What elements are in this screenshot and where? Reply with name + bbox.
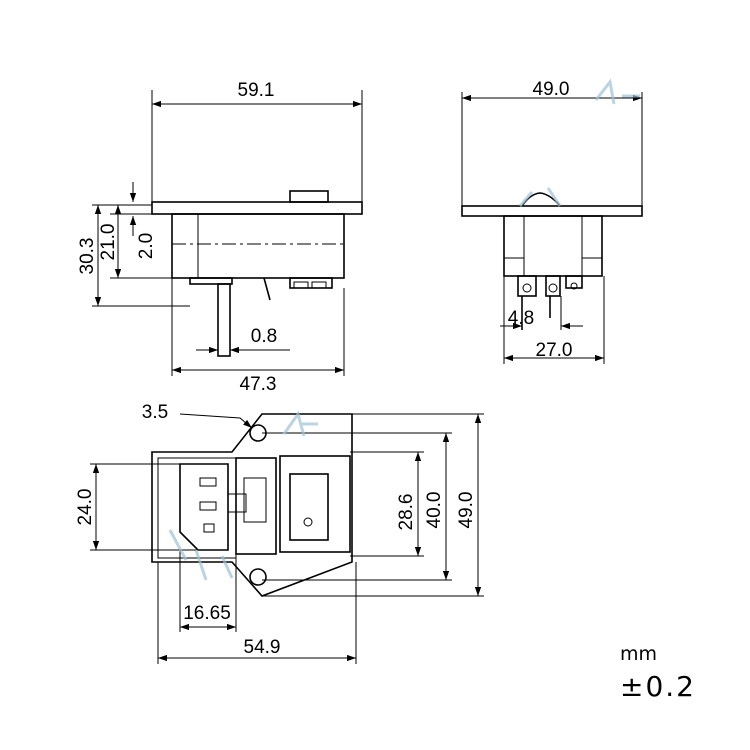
fuse-holder bbox=[235, 457, 277, 555]
iec-inlet bbox=[179, 463, 229, 551]
dim-end-width: 49.0 bbox=[533, 79, 570, 100]
dim-side-height-total: 30.3 bbox=[77, 238, 98, 275]
dim-front-cutout-height: 40.0 bbox=[424, 492, 445, 529]
front-view: 3.5 24.0 16.65 28.6 40.0 49.0 54.9 bbox=[75, 402, 484, 664]
tolerance-label: ±0.2 bbox=[620, 670, 696, 703]
dim-front-total-width: 54.9 bbox=[244, 637, 281, 658]
dim-side-width: 59.1 bbox=[238, 80, 275, 101]
dim-front-hole-dia: 3.5 bbox=[142, 402, 168, 423]
mounting-hole-bottom bbox=[249, 568, 267, 586]
dim-front-inlet-width: 16.65 bbox=[183, 603, 231, 624]
dim-side-height-body: 21.0 bbox=[98, 224, 119, 261]
dim-side-flange: 2.0 bbox=[136, 233, 157, 259]
watermark bbox=[168, 78, 640, 581]
side-view: 59.1 30.3 21.0 2.0 0.8 47.3 bbox=[77, 80, 363, 395]
dim-end-pin-pitch: 4.8 bbox=[508, 308, 534, 329]
dim-front-total-height: 49.0 bbox=[456, 492, 477, 529]
dim-front-inlet-height: 24.0 bbox=[75, 489, 96, 526]
dim-side-body-length: 47.3 bbox=[240, 374, 277, 395]
dim-front-switch-height: 28.6 bbox=[396, 494, 417, 531]
end-view: 49.0 4.8 27.0 bbox=[461, 79, 643, 364]
dim-side-pin-width: 0.8 bbox=[251, 326, 277, 347]
dim-end-body-width: 27.0 bbox=[536, 340, 573, 361]
rocker-switch bbox=[279, 455, 351, 553]
unit-label: mm bbox=[620, 643, 658, 665]
